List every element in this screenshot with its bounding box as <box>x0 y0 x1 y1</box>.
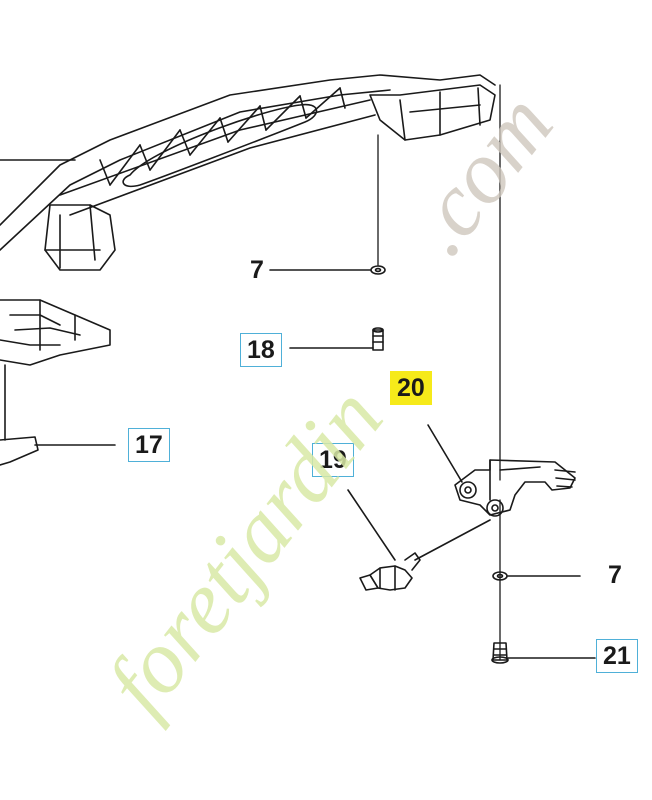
valve-assembly-part <box>454 459 576 517</box>
callout-19: 19 <box>312 443 354 477</box>
screw-part <box>372 327 384 351</box>
callout-7-bottom: 7 <box>608 561 622 589</box>
handle-frame-part <box>0 74 496 466</box>
screw-part <box>491 642 509 664</box>
callout-7-top: 7 <box>250 256 264 284</box>
callout-17: 17 <box>128 428 170 462</box>
callout-21: 21 <box>596 639 638 673</box>
washer-part <box>492 571 508 581</box>
callout-20: 20 <box>390 371 432 405</box>
connector-part <box>359 552 421 591</box>
callout-18: 18 <box>240 333 282 367</box>
washer-part <box>370 265 386 275</box>
